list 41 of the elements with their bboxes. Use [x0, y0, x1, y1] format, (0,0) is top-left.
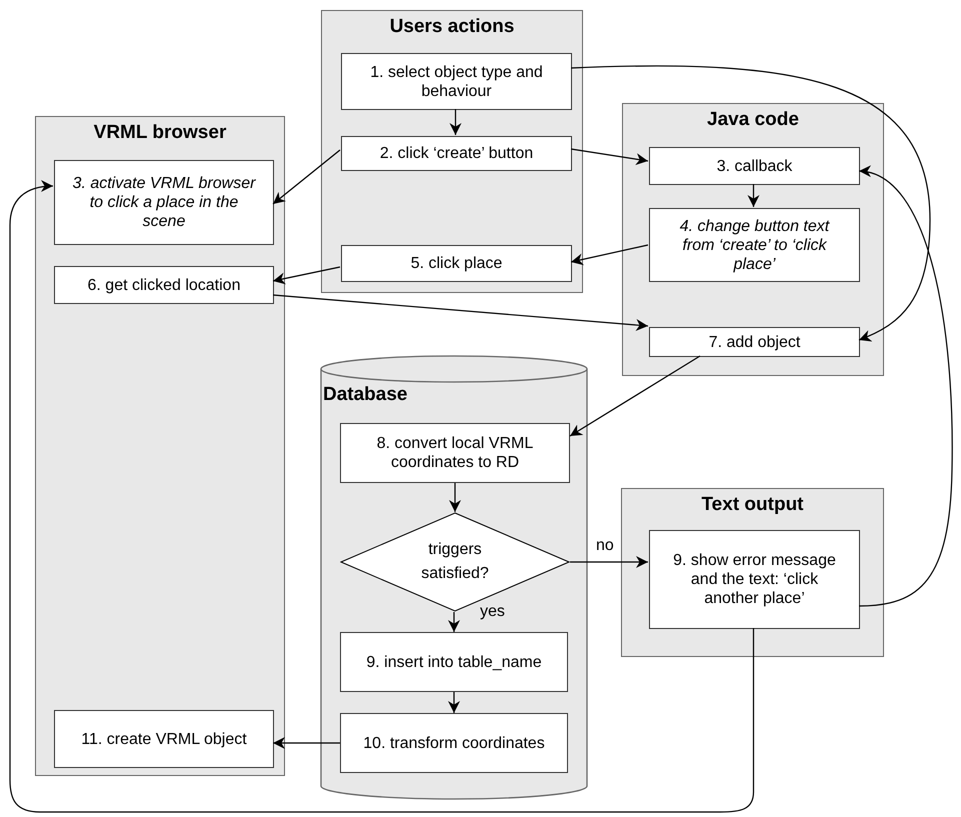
process-box: 3. callback — [649, 147, 860, 185]
process-box: 3. activate VRML browser to click a place in the scene — [54, 160, 274, 245]
arrow — [450, 109, 462, 135]
process-box: 7. add object — [649, 327, 860, 357]
arrow — [570, 148, 648, 166]
cylinder-title: Database — [323, 383, 408, 407]
group-title: VRML browser — [94, 121, 226, 145]
group-panel — [622, 103, 884, 376]
process-box: 6. get clicked location — [54, 266, 274, 304]
process-box: 8. convert local VRML coordinates to RD — [340, 423, 570, 483]
process-box: 10. transform coordinates — [340, 713, 568, 773]
process-box: 1. select object type and behaviour — [341, 53, 572, 110]
group-panel — [621, 488, 884, 657]
arrow — [273, 737, 340, 749]
edge-label: yes — [479, 602, 506, 622]
group-title: Text output — [701, 493, 804, 517]
arrow — [448, 612, 460, 632]
group-panel — [35, 116, 285, 776]
arrow — [858, 168, 953, 607]
arrow — [748, 184, 760, 207]
arrow — [448, 692, 460, 713]
group-panel — [321, 10, 583, 293]
group-title: Java code — [707, 108, 799, 132]
process-box: 9. insert into table_name — [340, 632, 568, 692]
arrow — [570, 556, 648, 568]
process-box: 2. click ‘create’ button — [341, 136, 572, 171]
arrow — [570, 244, 648, 266]
arrow — [449, 483, 461, 512]
arrow — [570, 355, 700, 437]
edge-label: no — [595, 536, 615, 556]
arrow — [570, 65, 931, 342]
process-box: 5. click place — [341, 245, 572, 282]
process-box: 9. show error message and the text: ‘click another place’ — [649, 530, 860, 629]
process-box: 11. create VRML object — [54, 710, 274, 768]
decision-text: triggers satisfied? — [420, 540, 490, 584]
arrow — [272, 294, 648, 331]
arrow — [272, 266, 340, 284]
arrow — [9, 180, 754, 813]
group-title: Users actions — [390, 15, 514, 39]
arrow — [272, 150, 340, 204]
process-box: 4. change button text from ‘create’ to ‘click place’ — [649, 208, 860, 282]
